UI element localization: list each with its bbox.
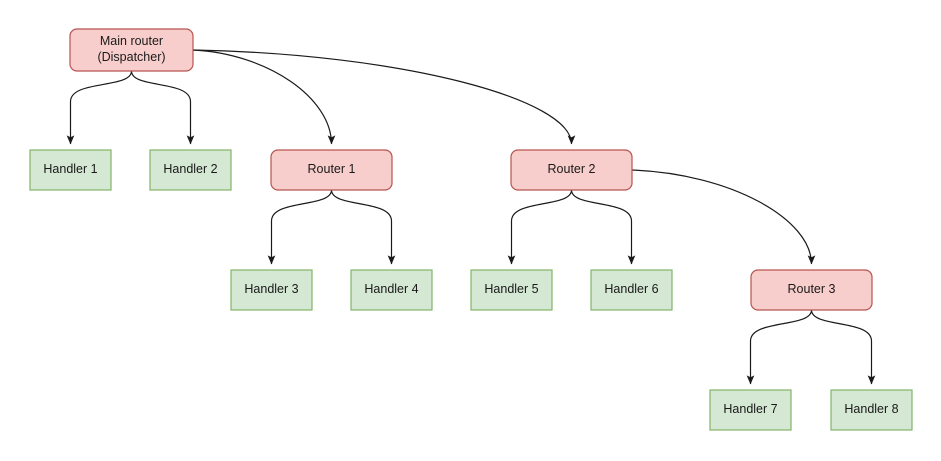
edge-router-2-to-handler-5: [507, 189, 573, 265]
node-shape-handler-5[interactable]: [470, 269, 553, 311]
edge-router-3-to-handler-7: [746, 309, 813, 385]
node-shape-handler-1[interactable]: [29, 149, 112, 191]
node-shape-handler-7[interactable]: [709, 389, 792, 431]
node-shape-handler-8[interactable]: [830, 389, 913, 431]
edge-router-2-to-router-3: [631, 169, 816, 265]
node-handler-3[interactable]: Handler 3: [230, 269, 313, 311]
nodes-layer: Main router(Dispatcher) Handler 1 Handler …: [29, 28, 913, 431]
node-handler-2[interactable]: Handler 2: [149, 149, 232, 191]
node-router-2[interactable]: Router 2: [510, 149, 633, 191]
node-router-1[interactable]: Router 1: [270, 149, 393, 191]
edge-router-1-to-handler-3: [267, 189, 333, 265]
edge-router-1-to-handler-4: [330, 189, 396, 265]
node-shape-main-router[interactable]: [69, 28, 194, 72]
node-handler-8[interactable]: Handler 8: [830, 389, 913, 431]
edge-router-2-to-handler-6: [570, 189, 636, 265]
node-main-router[interactable]: Main router(Dispatcher): [69, 28, 194, 72]
edge-main-to-router-2: [192, 49, 576, 145]
node-shape-router-2[interactable]: [510, 149, 633, 191]
node-shape-router-3[interactable]: [750, 269, 873, 311]
edge-main-to-handler-1: [66, 70, 133, 145]
node-handler-6[interactable]: Handler 6: [590, 269, 673, 311]
node-shape-handler-2[interactable]: [149, 149, 232, 191]
node-shape-router-1[interactable]: [270, 149, 393, 191]
node-handler-1[interactable]: Handler 1: [29, 149, 112, 191]
edge-router-3-to-handler-8: [810, 309, 876, 385]
node-shape-handler-3[interactable]: [230, 269, 313, 311]
edge-main-to-router-1: [192, 49, 336, 145]
edge-main-to-handler-2: [130, 70, 195, 145]
node-shape-handler-6[interactable]: [590, 269, 673, 311]
node-shape-handler-4[interactable]: [350, 269, 433, 311]
node-router-3[interactable]: Router 3: [750, 269, 873, 311]
node-handler-7[interactable]: Handler 7: [709, 389, 792, 431]
node-handler-5[interactable]: Handler 5: [470, 269, 553, 311]
node-handler-4[interactable]: Handler 4: [350, 269, 433, 311]
edges-layer: [66, 49, 876, 385]
